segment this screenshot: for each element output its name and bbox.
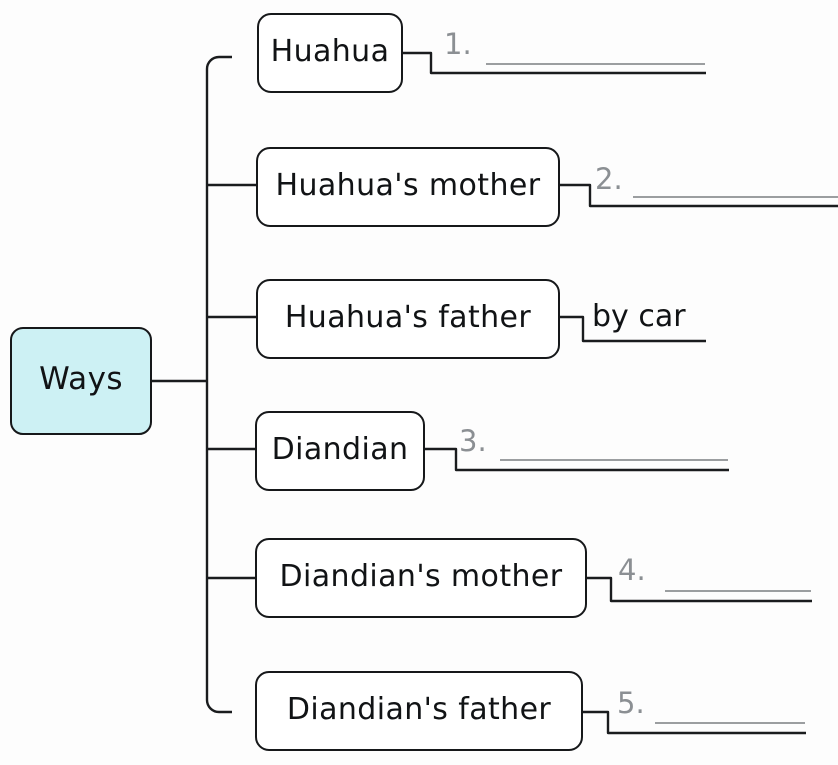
branch-node-3-label: Huahua's father xyxy=(284,299,532,335)
branch-node-3[interactable]: Huahua's father xyxy=(256,279,560,359)
branch-node-6-label: Diandian's father xyxy=(286,691,552,727)
branch-node-1[interactable]: Huahua xyxy=(257,13,403,93)
branch-node-6[interactable]: Diandian's father xyxy=(255,671,583,751)
answer-text-3[interactable]: by car xyxy=(592,299,686,334)
answer-number-2: 2. xyxy=(595,162,623,196)
answer-number-6: 5. xyxy=(617,686,645,720)
trunk-line xyxy=(205,55,232,714)
root-node-label: Ways xyxy=(39,361,123,397)
branch-node-4[interactable]: Diandian xyxy=(255,411,425,491)
branch-node-5-label: Diandian's mother xyxy=(279,558,563,594)
branch-node-2[interactable]: Huahua's mother xyxy=(256,147,560,227)
branch-node-4-label: Diandian xyxy=(271,431,409,467)
answer-number-5: 4. xyxy=(618,553,646,587)
branch-node-2-label: Huahua's mother xyxy=(275,167,541,203)
root-node-ways[interactable]: Ways xyxy=(10,327,152,435)
branch-node-1-label: Huahua xyxy=(270,33,390,69)
branch-node-5[interactable]: Diandian's mother xyxy=(255,538,587,618)
answer-number-4: 3. xyxy=(459,424,487,458)
answer-number-1: 1. xyxy=(444,27,472,61)
